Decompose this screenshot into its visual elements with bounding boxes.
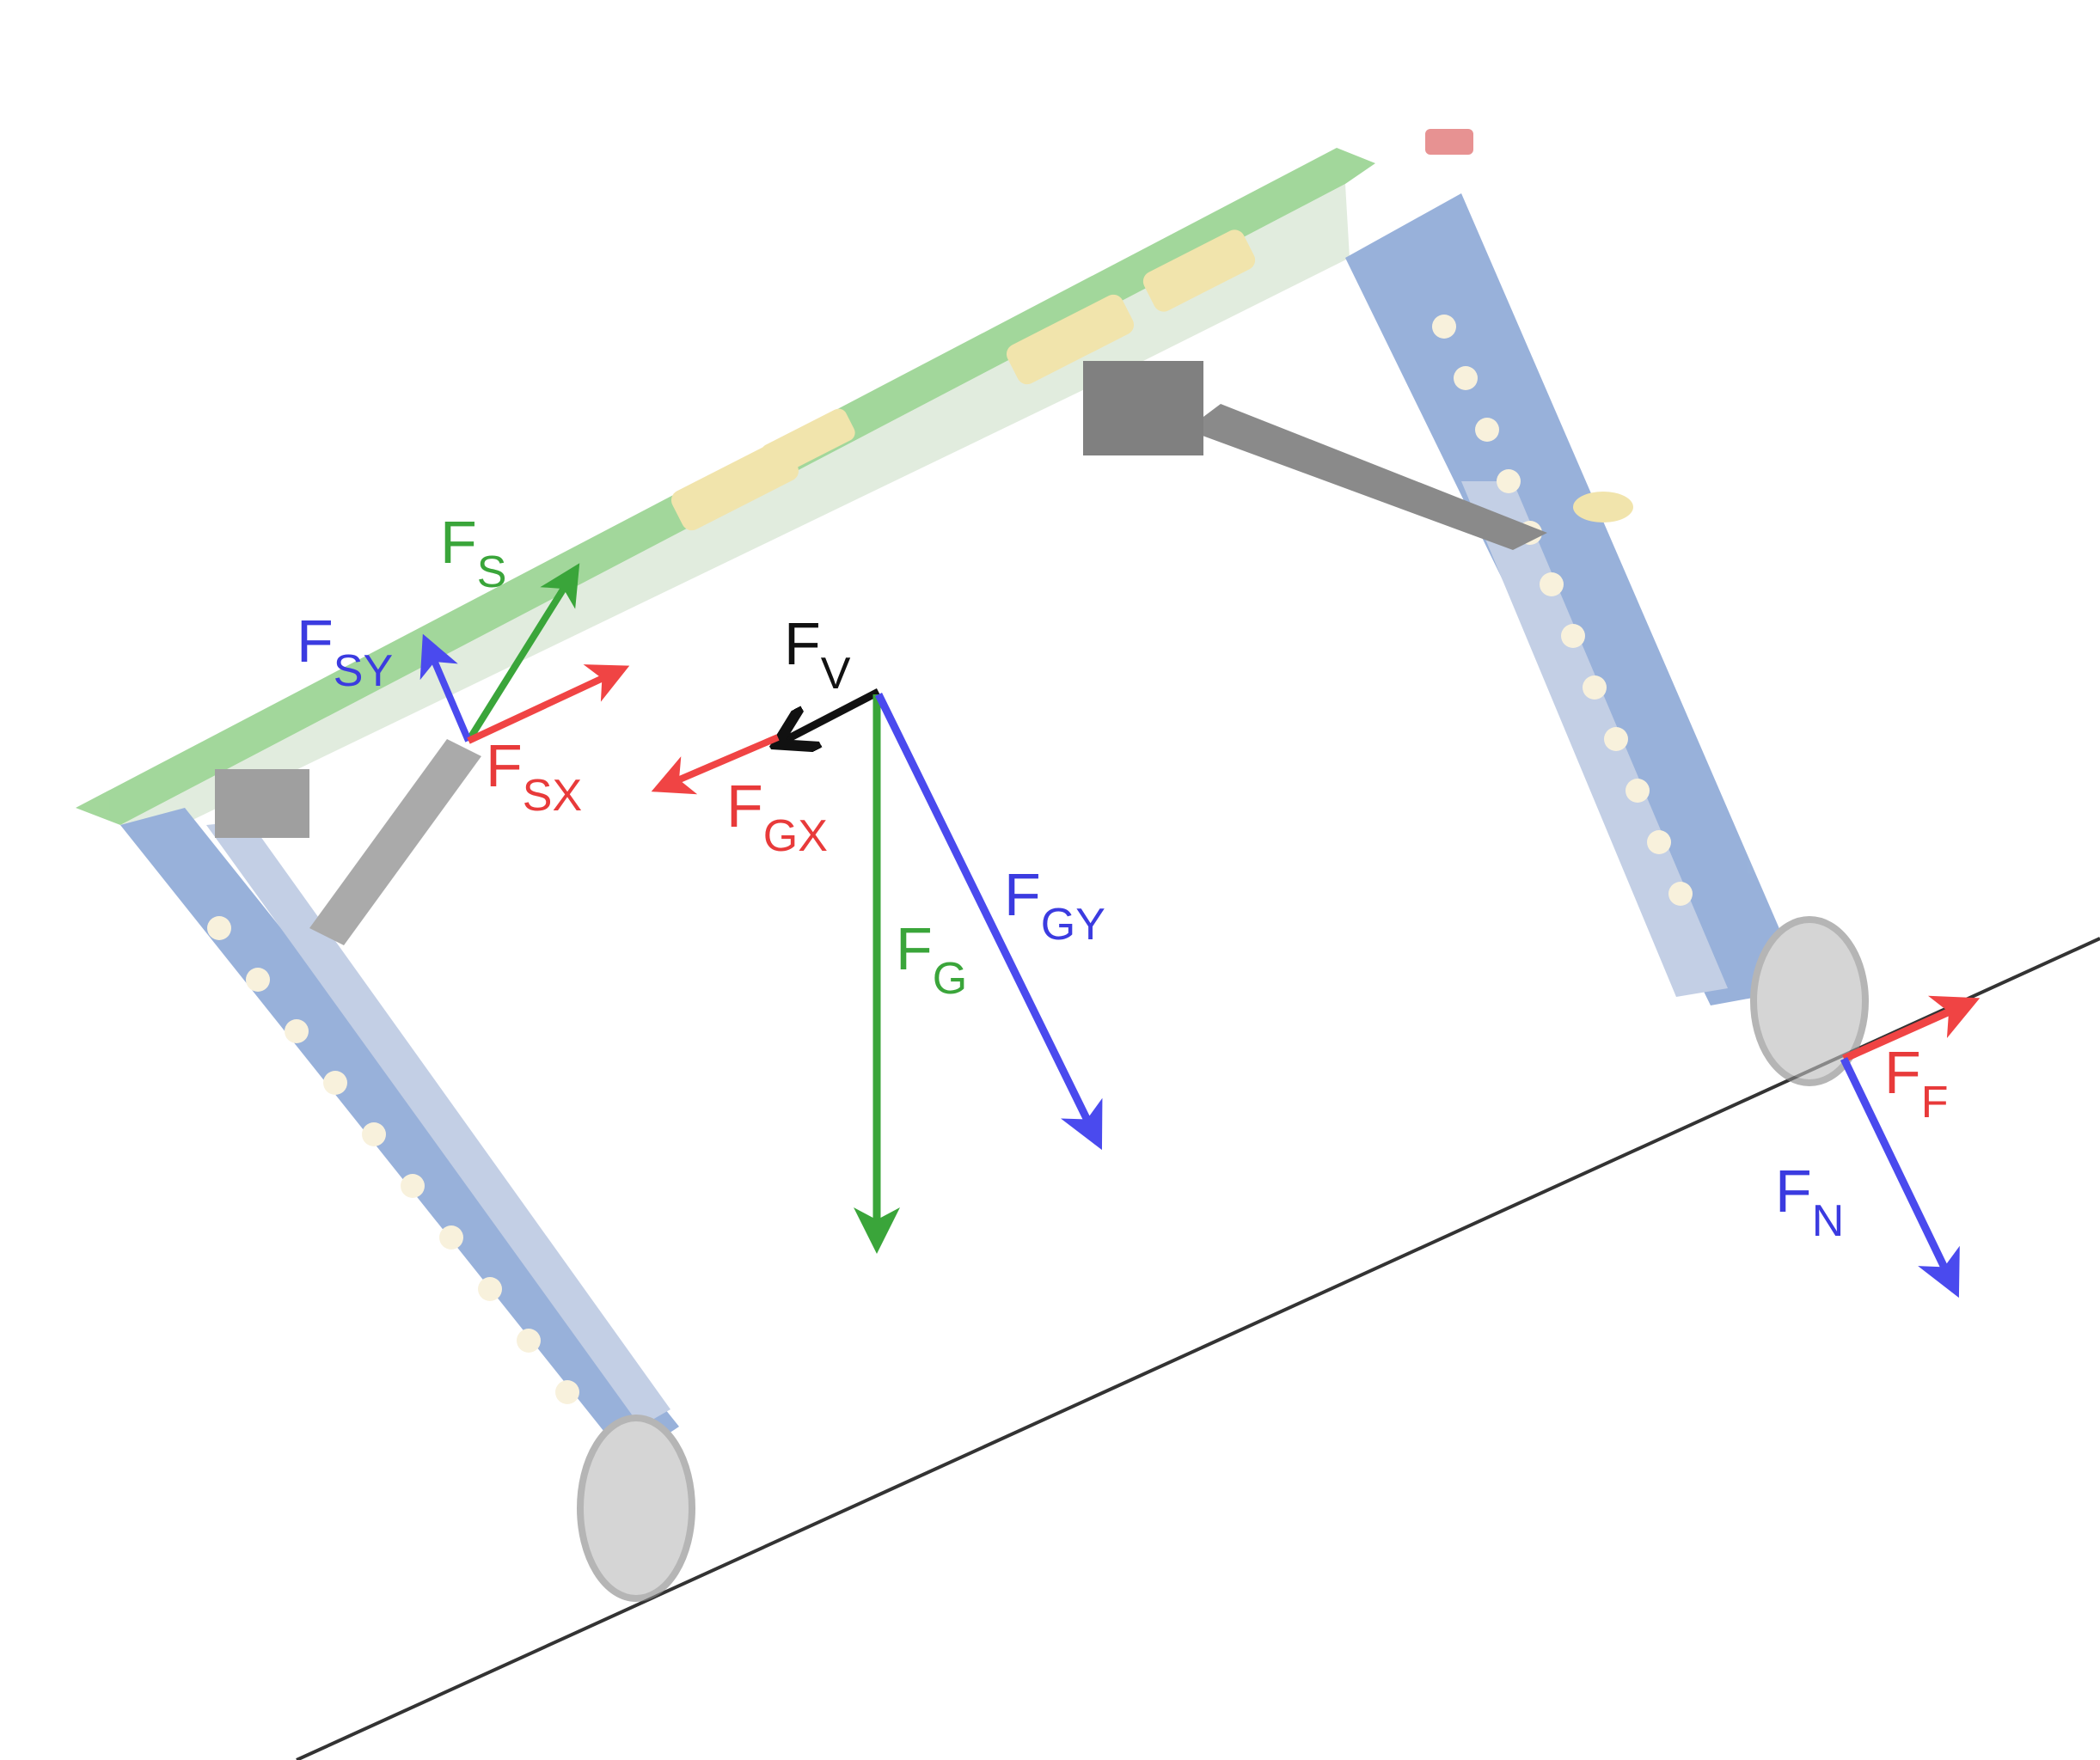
fsy-label-sub: SY	[334, 646, 393, 696]
left-leg-inner-beam	[206, 821, 670, 1427]
fv-arrow	[784, 688, 881, 741]
fn-label-main: F	[1775, 1158, 1812, 1225]
robot-frame	[76, 129, 1869, 1602]
strut-mount	[1083, 361, 1203, 455]
fv-label-sub: V	[821, 649, 851, 699]
fgy-label-sub: GY	[1041, 900, 1105, 950]
ff-label: FF	[1884, 1039, 1949, 1128]
red-cap	[1425, 129, 1473, 155]
fsy-arrow	[419, 633, 472, 742]
fgy-label: FGY	[1004, 861, 1105, 950]
right-leg-inner-beam	[1461, 481, 1728, 997]
fn-arrow	[1840, 1057, 1960, 1299]
fsx-arrow	[467, 664, 630, 744]
fgx-label-sub: GX	[763, 811, 828, 861]
fs-label-main: F	[440, 509, 477, 576]
beam-holes	[207, 315, 1693, 1404]
fg-label-main: F	[896, 915, 933, 982]
fgx-label-main: F	[726, 773, 763, 840]
fsy-label: FSY	[297, 608, 393, 696]
motor-block	[215, 769, 309, 838]
fgx-label: FGX	[726, 773, 828, 861]
fsx-label: FSX	[486, 732, 582, 821]
fv-label: FV	[784, 610, 851, 699]
ff-arrow	[1842, 995, 1981, 1063]
left-suspension	[309, 739, 481, 945]
fsx-label-main: F	[486, 732, 523, 799]
fv-label-main: F	[784, 610, 821, 677]
fs-label: FS	[440, 509, 506, 597]
fg-label: FG	[896, 915, 967, 1004]
right-leg-beam	[1345, 193, 1805, 1005]
yellow-pin	[1573, 492, 1633, 522]
ff-label-main: F	[1884, 1039, 1921, 1106]
fgx-arrow	[651, 734, 780, 795]
right-strut	[1186, 404, 1547, 550]
fg-label-sub: G	[933, 954, 967, 1004]
right-wheel	[1750, 916, 1869, 1086]
fs-label-sub: S	[477, 547, 507, 597]
fsy-label-main: F	[297, 608, 334, 675]
plate-studs	[670, 229, 1256, 531]
fgy-arrow	[874, 693, 1103, 1151]
fs-arrow	[465, 563, 580, 743]
ff-label-sub: F	[1921, 1078, 1949, 1128]
left-wheel	[577, 1415, 695, 1602]
fsx-label-sub: SX	[523, 771, 582, 821]
fn-label: FN	[1775, 1158, 1844, 1246]
fn-label-sub: N	[1812, 1196, 1845, 1246]
fgy-label-main: F	[1004, 861, 1041, 928]
